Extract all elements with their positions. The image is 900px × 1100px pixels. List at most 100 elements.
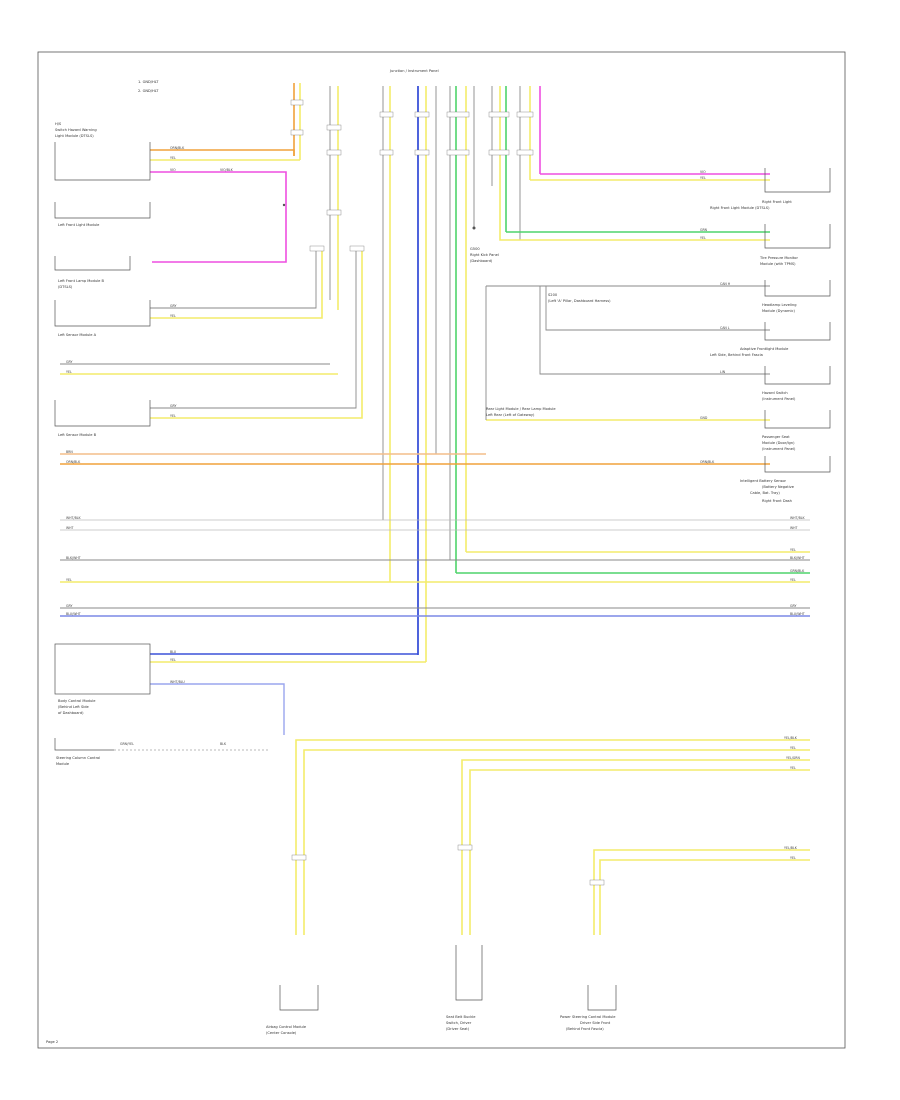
- ground-splice-label-2: Right Kick Panel: [470, 253, 499, 257]
- label-blk-wht-r: BLK/WHT: [790, 556, 805, 560]
- label-yel-b: YEL: [170, 314, 176, 318]
- wire-gray-right-b: [545, 286, 770, 331]
- label-yel-r5: YEL: [790, 856, 796, 860]
- rear-light-label-1: Rear Light Module / Rear Lamp Module: [486, 407, 556, 411]
- label-gry-c: GRY: [170, 404, 176, 408]
- adaptive-frontlight-module: [764, 322, 831, 341]
- label-can-l: CAN L: [720, 326, 730, 330]
- left-front-lamp-label-2: (DTSLS): [58, 285, 73, 289]
- wire-yellow-sensor-b: [150, 250, 363, 419]
- label-vio-r: VIO: [700, 170, 706, 174]
- tire-pressure-label-2: Module (with TPMS): [760, 262, 796, 266]
- splice-note-label-1: S200: [548, 293, 558, 297]
- label-wht-r: WHT: [790, 526, 798, 530]
- front-sidemarker-label-2: Switch Hazard Warning: [55, 128, 97, 132]
- label-grn-yel: GRN/YEL: [120, 742, 134, 746]
- label-yel-blk-r1: YEL/BLK: [784, 736, 798, 740]
- wire-gray-sensor-b: [150, 250, 357, 409]
- legend-line-2: 2. GND/HLT: [138, 89, 159, 93]
- steering-column-label-1: Steering Column Control: [56, 756, 100, 760]
- airbag-control-label-2: (Center Console): [266, 1031, 297, 1035]
- left-sensor-b: [54, 400, 151, 427]
- label-yel-blk-r2: YEL/BLK: [784, 846, 798, 850]
- wire-yellow-sensor-a: [150, 250, 323, 319]
- seat-belt-label-3: (Driver Seat): [446, 1027, 470, 1031]
- label-wht-blu: WHT/BLU: [170, 680, 185, 684]
- label-orn: ORN/BLK: [66, 460, 81, 464]
- airbag-control-label-1: Airbag Control Module: [266, 1025, 307, 1029]
- label-yel-r4: YEL: [790, 766, 796, 770]
- right-front-light-label-1: Right Front Light: [762, 200, 792, 204]
- hazard-switch: [764, 366, 831, 385]
- label-blk-wht: BLK/WHT: [66, 556, 81, 560]
- intelligent-battery-label-3: Cable, Bat. Tray): [750, 491, 780, 495]
- body-control-label-3: of Dashboard): [58, 711, 84, 715]
- splice-note-label-2: (Left 'A' Pillar, Dashboard Harness): [548, 299, 611, 303]
- left-front-light-module: [54, 202, 151, 219]
- label-blk: BLK: [220, 742, 227, 746]
- left-front-lamp-module: [54, 256, 131, 271]
- wire-yellow-lower-e: [593, 849, 810, 935]
- label-gry-d: GRY: [66, 604, 72, 608]
- label-yel-r7: YEL: [700, 176, 706, 180]
- label-yel-d: YEL: [170, 414, 176, 418]
- passenger-seat-module: [764, 410, 831, 429]
- left-sensor-a-label: Left Sensor Module A: [58, 333, 97, 337]
- wire-yellow-right-b: [499, 186, 770, 241]
- label-gry-a: GRY: [170, 304, 176, 308]
- tire-pressure-module: [764, 224, 831, 249]
- wire-labels: ORN/BLK YEL VIO VIO/BLK GRY YEL GRY YEL …: [66, 146, 806, 860]
- label-yel-e: YEL: [66, 578, 72, 582]
- seat-belt-label-1: Seat Belt Buckle: [446, 1015, 476, 1019]
- passenger-seat-label-3: (Instrument Panel): [762, 447, 796, 451]
- label-gry-b: GRY: [66, 360, 72, 364]
- label-yel-r3: YEL: [790, 746, 796, 750]
- power-steering-label-3: (Behind Front Fascia): [566, 1027, 604, 1031]
- left-sensor-b-label: Left Sensor Module B: [58, 433, 97, 437]
- headlamp-leveling-module: [764, 280, 831, 297]
- hazard-switch-label-1: Hazard Switch: [762, 391, 788, 395]
- wire-gray-sensor-a: [150, 250, 317, 309]
- wire-yellow-lower-c: [461, 759, 810, 935]
- legend-line-1: 1. GND/HLT: [138, 80, 159, 84]
- power-steering-label-1: Power Steering Control Module: [560, 1015, 616, 1019]
- top-connector-label: Junction / Instrument Panel: [389, 69, 439, 73]
- steering-column-label-2: Module: [56, 762, 70, 766]
- body-control-label-1: Body Control Module: [58, 699, 96, 703]
- seat-belt-switch: [455, 945, 483, 1001]
- power-steering-module: [587, 985, 617, 1011]
- power-steering-label-2: Driver Side Front: [580, 1021, 611, 1025]
- intelligent-battery-label-1: Intelligent Battery Sensor: [740, 479, 787, 483]
- wire-gray-right-c: [539, 286, 770, 375]
- adaptive-frontlight-label-2: Left Side, Behind Front Fascia: [710, 353, 763, 357]
- label-grn-blk-r: GRN/BLK: [790, 569, 805, 573]
- airbag-control-module: [279, 985, 319, 1011]
- label-wht-blk: WHT/BLK: [66, 516, 82, 520]
- ground-splice-label-1: G500: [470, 247, 480, 251]
- intelligent-battery-sensor: [764, 456, 831, 473]
- intelligent-battery-label-2: (Battery Negative: [762, 485, 795, 489]
- right-front-light-module: [764, 168, 831, 193]
- passenger-seat-label-1: Passenger Seat: [762, 435, 790, 439]
- label-yel-r1: YEL: [790, 548, 796, 552]
- adaptive-frontlight-label-1: Adaptive Frontlight Module: [740, 347, 789, 351]
- label-vio: VIO: [170, 168, 176, 172]
- tire-pressure-label-1: Tire Pressure Monitor: [759, 256, 799, 260]
- hazard-switch-label-2: (Instrument Panel): [762, 397, 796, 401]
- left-front-lamp-label-1: Left Front Lamp Module B: [58, 279, 104, 283]
- label-yel-grn-r: YEL/GRN: [786, 756, 800, 760]
- page-number: Page 2: [46, 1040, 58, 1044]
- label-lin: LIN: [720, 370, 726, 374]
- label-gry-r: GRY: [790, 604, 796, 608]
- steering-column-module: [54, 738, 114, 751]
- connectors: [282, 99, 605, 886]
- right-front-light-label-2: Right Front Light Module (DTSLS): [710, 206, 770, 210]
- label-orn-blk: ORN/BLK: [170, 146, 185, 150]
- diagram-frame: [37, 51, 846, 1049]
- wire-yellow-lower-b: [303, 749, 810, 935]
- front-sidemarker-label-3: Light Module (DTSLS): [55, 134, 94, 138]
- wire-orange-horizontal: [150, 149, 295, 156]
- headlamp-leveling-label-1: Headlamp Leveling: [762, 303, 797, 307]
- seat-belt-label-2: Switch, Driver: [446, 1021, 472, 1025]
- label-blu-wht-r: BLU/WHT: [790, 612, 805, 616]
